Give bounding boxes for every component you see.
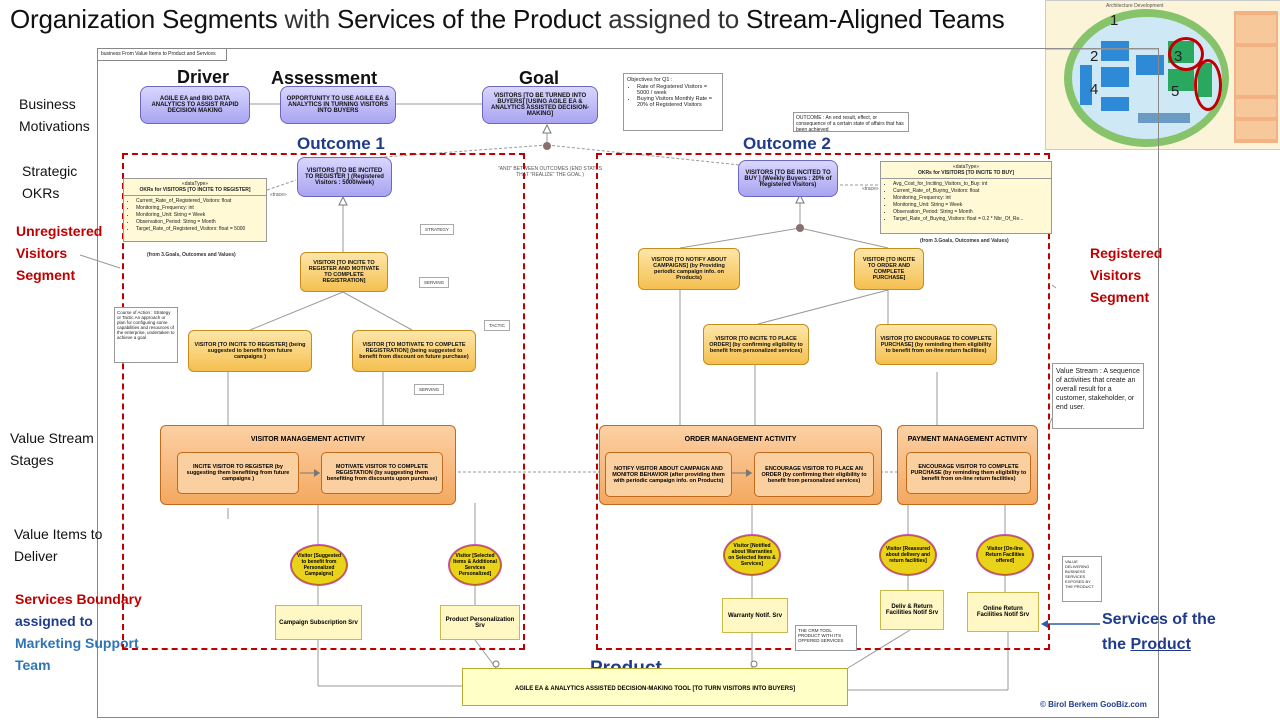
strategy-tag: STRATEGY xyxy=(420,224,454,235)
tactic-complete-registration-box[interactable]: VISITOR [TO MOTIVATE TO COMPLETE REGISTR… xyxy=(352,330,476,372)
value-stream-note: Value Stream : A sequence of activities … xyxy=(1052,363,1144,429)
architecture-thumbnail: Architecture Development 1 2 3 4 5 xyxy=(1045,0,1280,150)
tactic-incite-register-box[interactable]: VISITOR [TO INCITE TO REGISTER] (being s… xyxy=(188,330,312,372)
value-item-return[interactable]: Visitor [On-line Return Facilities offer… xyxy=(977,535,1033,575)
product-personalization-service[interactable]: Product Personalization Srv xyxy=(440,605,520,640)
outcome-definition-note: OUTCOME : An end result, effect, or cons… xyxy=(793,112,909,133)
serving-tag: SERVING xyxy=(419,277,450,288)
motivate-visitor-complete-step[interactable]: MOTIVATE VISITOR TO COMPLETE REGISTATION… xyxy=(321,452,443,494)
okr-buy-source: (from 3.Goals, Outcomes and Values) xyxy=(920,238,1009,244)
outcome-1-boundary xyxy=(122,153,525,650)
assessment-box[interactable]: OPPORTUNITY TO USE AGILE EA & ANALYTICS … xyxy=(280,86,396,124)
crm-tool-note: THE CRM TOOL PRODUCT WITH ITS OFFERED SE… xyxy=(795,625,857,651)
row-label-value-stream-stages: Value Stream Stages xyxy=(10,430,94,468)
campaign-subscription-service[interactable]: Campaign Subscription Srv xyxy=(275,605,362,640)
value-item-warranties[interactable]: Visitor [Notified about Warranties on Se… xyxy=(724,535,780,575)
value-delivering-note: VALUE DELIVERING BUSINESS SERVICES EXPOS… xyxy=(1062,556,1102,602)
okr-buy-box[interactable]: «dataType»OKRs for VISITORS [TO INCITE T… xyxy=(880,161,1052,234)
registered-segment-label: Registered Visitors Segment xyxy=(1090,245,1163,305)
strategy-order-purchase-box[interactable]: VISITOR [TO INCITE TO ORDER AND COMPLETE… xyxy=(854,248,924,290)
product-box[interactable]: AGILE EA & ANALYTICS ASSISTED DECISION-M… xyxy=(462,668,848,706)
value-item-delivery[interactable]: Visitor [Reassured about delivery and re… xyxy=(880,535,936,575)
outcome-2-label: Outcome 2 xyxy=(743,134,831,153)
value-item-personalized[interactable]: Visitor [Selected Items & Additional Ser… xyxy=(449,545,501,585)
encourage-complete-purchase-step[interactable]: ENCOURAGE VISITOR TO COMPLETE PURCHASE (… xyxy=(906,452,1031,494)
serving-tag-2: SERVING xyxy=(414,384,445,395)
outcome-1-box[interactable]: VISITORS [TO BE INCITED TO REGISTER ] (R… xyxy=(297,157,392,197)
services-of-product-label: Services of the the Product xyxy=(1102,611,1216,653)
unregistered-segment-label: Unregistered Visitors Segment xyxy=(16,223,103,283)
trace-label-1: «trace» xyxy=(270,192,287,198)
tactic-notify-campaigns-box[interactable]: VISITOR [TO NOTIFY ABOUT CAMPAIGNS] (by … xyxy=(638,248,740,290)
row-label-value-items: Value Items to Deliver xyxy=(14,526,103,564)
strategy-register-box[interactable]: VISITOR [TO INCITE TO REGISTER AND MOTIV… xyxy=(300,252,388,292)
driver-box[interactable]: AGILE EA and BIG DATA ANALYTICS TO ASSIS… xyxy=(140,86,250,124)
okr-register-box[interactable]: «dataType»OKRs for VISITORS [TO INCITE T… xyxy=(123,178,267,242)
online-return-notif-service[interactable]: Online Return Facilities Notif Srv xyxy=(967,592,1039,632)
tactic-complete-purchase-box[interactable]: VISITOR [TO ENCOURAGE TO COMPLETE PURCHA… xyxy=(875,324,997,365)
flow-arrow-icon xyxy=(732,469,752,477)
frame-label: business From Value Items to Product and… xyxy=(97,48,227,61)
deliv-return-notif-service[interactable]: Deliv & Return Facilities Notif Srv xyxy=(880,590,944,630)
okr-register-source: (from 3.Goals, Outcomes and Values) xyxy=(147,252,236,258)
notify-visitor-campaign-step[interactable]: NOTIFY VISITOR ABOUT CAMPAIGN AND MONITO… xyxy=(605,452,732,497)
objectives-note: Objectives for Q1 : Rate of Registered V… xyxy=(623,73,723,131)
diagram-frame xyxy=(97,48,1159,718)
copyright: © Birol Berkem GooBiz.com xyxy=(1040,700,1147,709)
flow-arrow-icon xyxy=(300,469,320,477)
row-label-business-motivations: Business Motivations xyxy=(19,96,90,134)
row-label-strategic-okrs: Strategic OKRs xyxy=(22,163,78,201)
outcome-1-label: Outcome 1 xyxy=(297,134,385,153)
goal-box[interactable]: VISITORS [TO BE TURNED INTO BUYERS] [USI… xyxy=(482,86,598,124)
outcome-2-box[interactable]: VISITORS [TO BE INCITED TO BUY ] (Weekly… xyxy=(738,160,838,197)
driver-header: Driver xyxy=(177,67,230,87)
product-name: AGILE EA & ANALYTICS ASSISTED DECISION-M… xyxy=(514,686,796,692)
course-of-action-note: Course of Action : Strategy or Tactic An… xyxy=(114,307,178,363)
tactic-tag: TACTIC xyxy=(484,320,510,331)
and-between-outcomes-note: "AND" BETWEEN OUTCOMES (END STATES THAT … xyxy=(497,166,603,178)
services-boundary-label: Services Boundary assigned to Marketing … xyxy=(15,591,142,673)
tactic-place-order-box[interactable]: VISITOR [TO INCITE TO PLACE ORDER] (by c… xyxy=(703,324,809,365)
assessment-header: Assessment xyxy=(271,68,378,88)
trace-label-2: «trace» xyxy=(862,186,879,192)
page-title: Organization Segments with Services of t… xyxy=(10,4,1005,34)
goal-header: Goal xyxy=(519,68,560,88)
encourage-place-order-step[interactable]: ENCOURAGE VISITOR TO PLACE AN ORDER (by … xyxy=(754,452,874,497)
incite-visitor-register-step[interactable]: INCITE VISITOR TO REGISTER (by suggestin… xyxy=(177,452,299,494)
value-item-campaigns[interactable]: Visitor [Suggested to benefit from Perso… xyxy=(291,545,347,585)
warranty-notif-service[interactable]: Warranty Notif. Srv xyxy=(722,598,788,633)
